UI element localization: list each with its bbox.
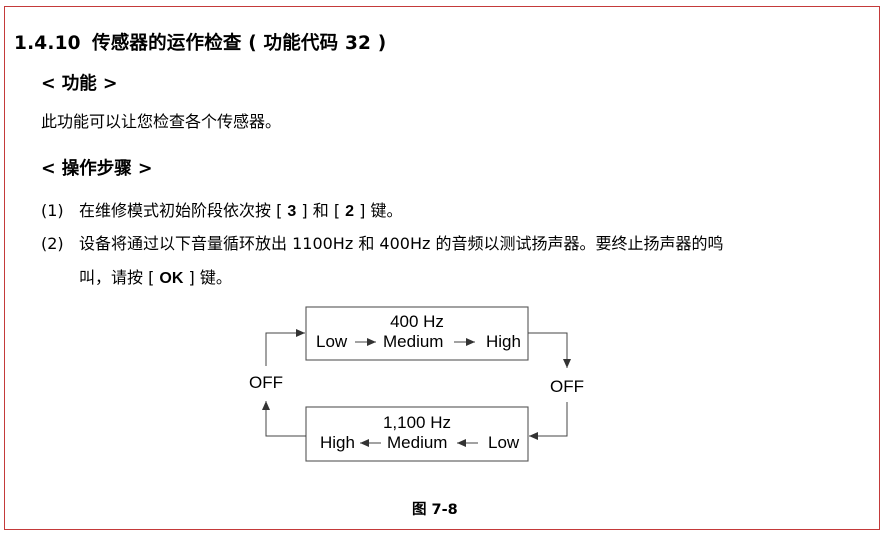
step-continuation: 叫，请按 [ OK ] 键。 [79,264,723,288]
tone-box-1100hz [305,406,529,462]
procedure-step-1: (1) 在维修模式初始阶段依次按 [ 3 ] 和 [ 2 ] 键。 [41,197,403,221]
box-frequency: 400 Hz [390,312,444,331]
step-text: 叫，请按 [ [79,268,160,287]
key-label: 2 [345,203,355,220]
procedure-step-2: (2) 设备将通过以下音量循环放出 1100Hz 和 400Hz 的音频以测试扬声… [41,230,723,288]
level-low: Low [488,433,520,452]
off-label-right: OFF [550,377,584,396]
section-title: 传感器的运作检查 ( 功能代码 32 ) [92,33,387,54]
step-index: (1) [41,201,64,220]
procedure-heading: < 操作步骤 > [41,159,153,179]
arrow-right-icon [265,329,305,366]
function-description: 此功能可以让您检查各个传感器。 [41,112,282,131]
arrow-down-icon [528,332,571,368]
off-label-left: OFF [249,373,283,392]
step-text: ] 键。 [354,201,403,220]
box-frequency: 1,100 Hz [383,413,451,432]
key-label: OK [159,270,184,287]
section-heading: 1.4.10 传感器的运作检查 ( 功能代码 32 ) [14,29,386,55]
level-medium: Medium [383,332,443,351]
level-high: High [320,433,355,452]
section-number: 1.4.10 [14,33,81,54]
arrow-up-icon [262,401,306,437]
step-index: (2) [41,234,64,253]
step-text: 设备将通过以下音量循环放出 1100Hz 和 400Hz 的音频以测试扬声器。要… [79,234,724,253]
step-text: ] 键。 [183,268,232,287]
key-label: 3 [287,203,297,220]
level-medium: Medium [387,433,447,452]
level-high: High [486,332,521,351]
page-frame [4,6,880,530]
step-text: ] 和 [ [296,201,346,220]
step-text: 在维修模式初始阶段依次按 [ [79,201,288,220]
level-low: Low [316,332,348,351]
figure-caption: 图 7-8 [412,502,458,518]
arrow-left-icon [529,402,568,440]
function-heading: < 功能 > [41,74,118,94]
